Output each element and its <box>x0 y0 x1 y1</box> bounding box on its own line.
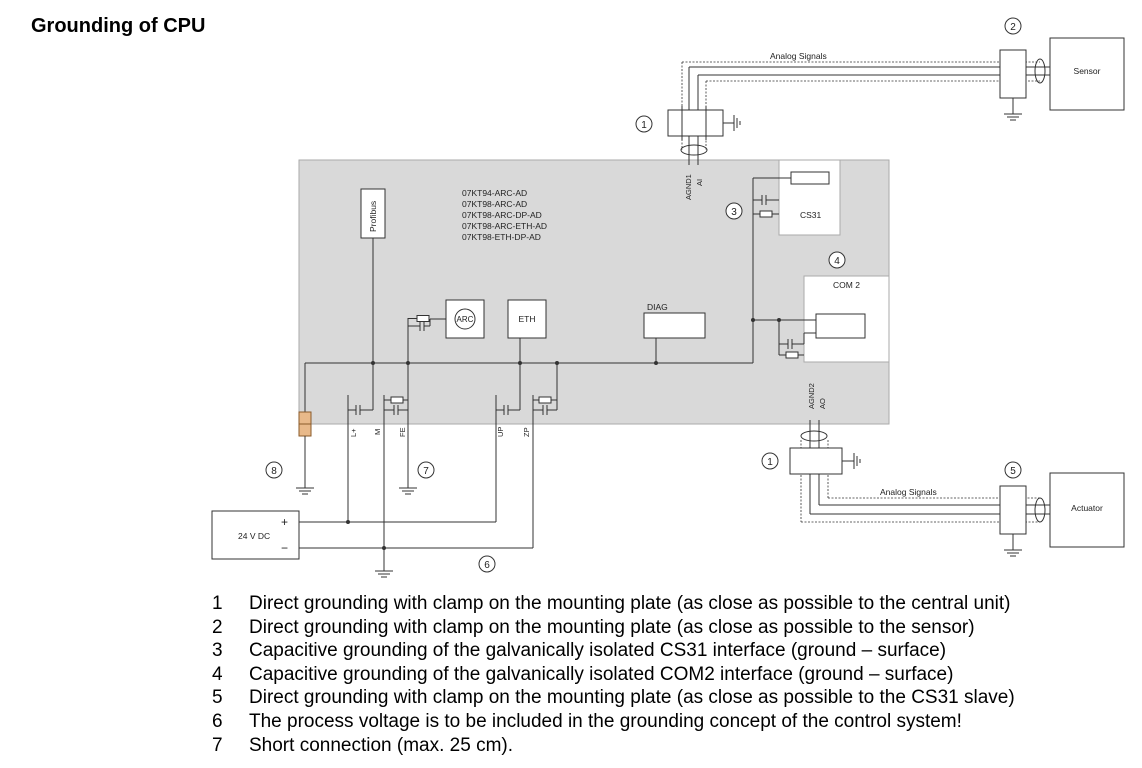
sensor-block <box>1049 37 1125 111</box>
diag-display <box>643 312 706 339</box>
arc-label: ARC <box>457 315 474 324</box>
pin-label: FE <box>398 427 407 437</box>
legend-text: Direct grounding with clamp on the mount… <box>249 593 1011 614</box>
model-name: 07KT98-ETH-DP-AD <box>462 232 541 242</box>
svg-text:8: 8 <box>271 466 277 477</box>
svg-text:6: 6 <box>484 560 490 571</box>
sensor-label: Sensor <box>1074 66 1101 76</box>
profibus-label: Profibus <box>368 201 378 232</box>
legend-number: 2 <box>212 616 223 638</box>
pin-label: UP <box>496 427 505 437</box>
callout-4: 4 <box>828 251 846 269</box>
legend-text: Capacitive grounding of the galvanically… <box>249 663 954 685</box>
callout-8: 8 <box>265 461 283 479</box>
ground-symbol <box>374 564 394 578</box>
actuator-label: Actuator <box>1071 503 1103 513</box>
legend-text: Direct grounding with clamp on the mount… <box>249 687 1015 709</box>
legend-item: 5 Direct grounding with clamp on the mou… <box>212 686 1015 710</box>
legend-item: 1 Direct grounding with clamp on the mou… <box>212 592 1015 616</box>
legend-item: 7 Short connection (max. 25 cm). <box>212 734 1015 758</box>
grounding-diagram: 07KT94-ARC-AD 07KT98-ARC-AD 07KT98-ARC-D… <box>211 17 1125 578</box>
svg-text:1: 1 <box>641 120 647 131</box>
svg-text:1: 1 <box>767 457 773 468</box>
pin-label: M <box>373 429 382 435</box>
legend-item: 2 Direct grounding with clamp on the mou… <box>212 616 1015 640</box>
model-name: 07KT98-ARC-DP-AD <box>462 210 542 220</box>
clamp-1-top <box>667 109 724 137</box>
eth-block <box>507 299 547 339</box>
power-supply-block <box>211 510 300 560</box>
legend-text: The process voltage is to be included in… <box>249 710 962 732</box>
analog-signals-label: Analog Signals <box>880 487 937 497</box>
power-supply-minus: − <box>281 541 288 555</box>
arc-icon <box>454 308 476 330</box>
diag-label: DIAG <box>647 302 668 312</box>
svg-text:2: 2 <box>1010 22 1016 33</box>
cs31-block <box>778 159 841 236</box>
legend-number: 4 <box>212 663 223 685</box>
ground-symbol <box>727 114 741 132</box>
pin-label: AI <box>695 179 704 186</box>
legend-number: 6 <box>212 710 223 732</box>
ground-symbol <box>1003 107 1023 121</box>
ground-symbol <box>1003 543 1023 557</box>
clamp-1-bottom <box>789 447 843 475</box>
actuator-block <box>1049 472 1125 548</box>
power-supply-label: 24 V DC <box>238 531 270 541</box>
legend-item: 4 Capacitive grounding of the galvanical… <box>212 663 1015 687</box>
clamp-5 <box>999 485 1027 535</box>
legend-text: Direct grounding with clamp on the mount… <box>249 616 975 638</box>
callout-1-bottom: 1 <box>761 452 779 470</box>
model-name: 07KT94-ARC-AD <box>462 188 527 198</box>
legend-number: 5 <box>212 687 223 709</box>
pin-label: ZP <box>522 427 531 437</box>
analog-signals-label: Analog Signals <box>770 51 827 61</box>
model-name: 07KT98-ARC-AD <box>462 199 527 209</box>
svg-text:7: 7 <box>423 466 429 477</box>
cs31-label: CS31 <box>800 210 822 220</box>
ground-symbol <box>295 481 315 495</box>
svg-text:3: 3 <box>731 207 737 218</box>
callout-3: 3 <box>725 202 743 220</box>
eth-label: ETH <box>519 314 536 324</box>
ground-symbol <box>847 452 861 470</box>
clamp-2 <box>999 49 1027 99</box>
callout-6: 6 <box>478 555 496 573</box>
com2-connector <box>815 313 866 339</box>
legend-text: Capacitive grounding of the galvanically… <box>249 640 947 662</box>
com2-label: COM 2 <box>833 280 860 290</box>
callout-7: 7 <box>417 461 435 479</box>
svg-text:4: 4 <box>834 256 840 267</box>
legend-item: 6 The process voltage is to be included … <box>212 710 1015 734</box>
legend: 1 Direct grounding with clamp on the mou… <box>212 592 1015 757</box>
analog-cable-top <box>681 61 1050 165</box>
callout-1-top: 1 <box>635 115 653 133</box>
pin-label: AGND1 <box>684 174 693 200</box>
ground-symbol <box>398 481 418 495</box>
callout-2: 2 <box>1004 17 1022 35</box>
legend-number: 7 <box>212 734 223 756</box>
legend-text: Short connection (max. 25 cm). <box>249 734 513 756</box>
pin-label: AGND2 <box>807 383 816 409</box>
callout-5: 5 <box>1004 461 1022 479</box>
legend-item: 3 Capacitive grounding of the galvanical… <box>212 639 1015 663</box>
legend-number: 1 <box>212 593 223 614</box>
pin-label: L+ <box>349 428 358 437</box>
model-name: 07KT98-ARC-ETH-AD <box>462 221 547 231</box>
cs31-connector <box>790 171 830 185</box>
svg-text:5: 5 <box>1010 466 1016 477</box>
pin-label: AO <box>818 398 827 409</box>
page-title: Grounding of CPU <box>31 15 206 37</box>
legend-number: 3 <box>212 640 223 662</box>
power-supply-plus: + <box>281 515 288 529</box>
